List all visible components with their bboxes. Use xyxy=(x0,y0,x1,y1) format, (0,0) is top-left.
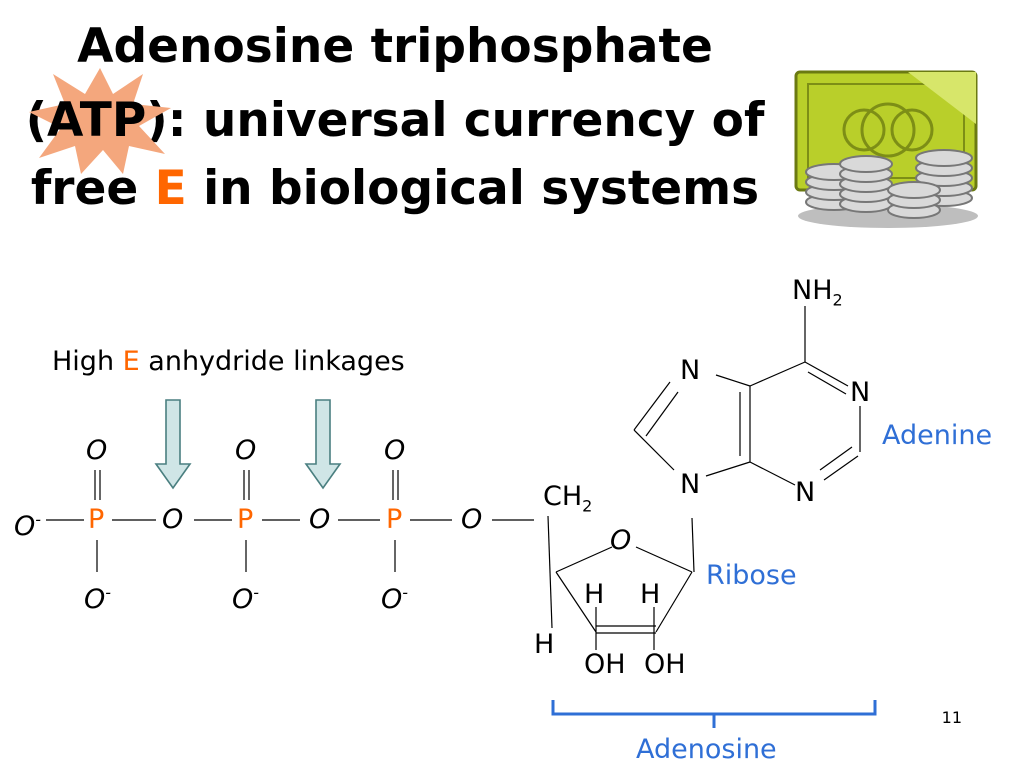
atom-p-1: P xyxy=(88,504,105,535)
atom-p-3: P xyxy=(386,504,403,535)
page-number: 11 xyxy=(941,708,962,727)
atom-n-9: N xyxy=(680,469,701,500)
anhydride-annotation: High E anhydride linkages xyxy=(52,346,405,378)
title-line-2: (ATP): universal currency of xyxy=(0,68,790,174)
atom-o-ring: O xyxy=(610,525,632,556)
atom-nh2: NH2 xyxy=(792,275,843,310)
annotation-E: E xyxy=(122,346,140,377)
title-free: free xyxy=(30,161,155,216)
title-atp: ATP xyxy=(47,93,147,148)
atom-h-right: H xyxy=(640,579,661,610)
atom-o-minus-2: O- xyxy=(232,583,260,615)
atom-h-left: H xyxy=(584,579,605,610)
starburst-icon xyxy=(29,68,172,174)
atom-o-minus-1: O- xyxy=(84,583,112,615)
title-line-3-rest: in biological systems xyxy=(186,161,760,216)
adenosine-bracket xyxy=(551,700,877,728)
atom-ch2: CH2 xyxy=(543,481,593,516)
atom-n-1: N xyxy=(850,377,871,408)
atom-h-bottom: H xyxy=(534,629,555,660)
atom-n-7: N xyxy=(680,355,701,386)
label-adenosine: Adenosine xyxy=(636,734,777,765)
atom-p-2: P xyxy=(237,504,254,535)
label-ribose: Ribose xyxy=(706,560,797,591)
title-line-2-rest: ): universal currency of xyxy=(146,93,765,148)
title-open-paren: ( xyxy=(25,93,48,148)
atom-oh-left: OH xyxy=(584,649,626,680)
label-adenine: Adenine xyxy=(882,420,993,451)
atp-highlight: ATP xyxy=(29,68,172,174)
annotation-rest: anhydride linkages xyxy=(139,346,405,377)
atom-oh-right: OH xyxy=(644,649,686,680)
atom-o-minus-left: O- xyxy=(14,510,42,542)
down-arrow-icon xyxy=(154,399,342,490)
atom-o-top-3: O xyxy=(384,435,406,466)
title-line-1: Adenosine triphosphate xyxy=(77,19,713,74)
annotation-high: High xyxy=(52,346,123,377)
atom-o-top-1: O xyxy=(86,435,108,466)
atom-o-minus-3: O- xyxy=(381,583,409,615)
money-icon xyxy=(794,70,978,228)
atom-o-bridge-3: O xyxy=(461,504,483,535)
title-E: E xyxy=(154,161,187,216)
title-line-3: free E in biological systems xyxy=(0,156,790,222)
atom-n-3: N xyxy=(795,477,816,508)
atom-o-bridge-2: O xyxy=(309,504,331,535)
atom-o-bridge-1: O xyxy=(162,504,184,535)
atom-o-top-2: O xyxy=(235,435,257,466)
